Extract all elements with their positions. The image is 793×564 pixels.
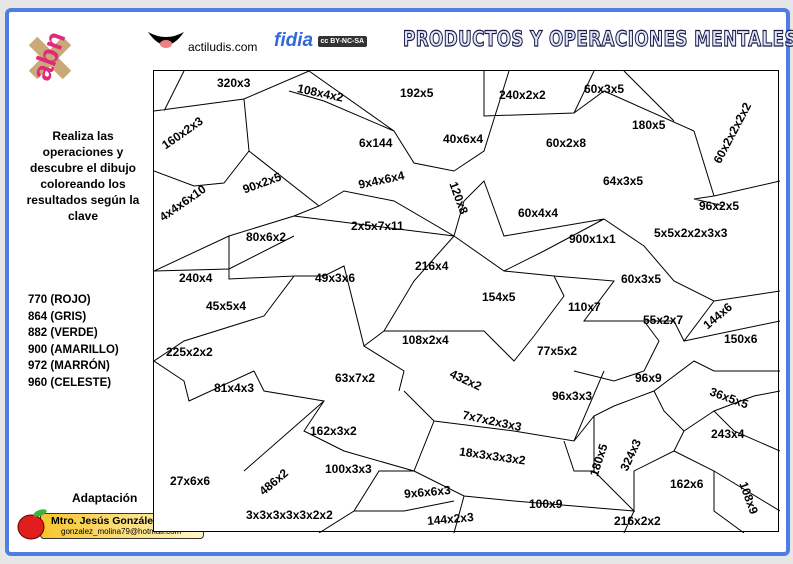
cell-label: 60x3x5 (621, 272, 662, 286)
cell-label: 240x4 (179, 271, 213, 285)
key-item: 972 (MARRÓN) (28, 360, 110, 372)
cell-label: 64x3x5 (603, 174, 644, 188)
cell-label: 60x3x5 (584, 82, 625, 96)
cell-label: 60x2x8 (546, 136, 587, 150)
cell-label: 60x4x4 (518, 206, 559, 220)
actiludis-text: actiludis.com (188, 40, 258, 54)
cell-label: 100x9 (529, 497, 563, 511)
adaptation-label: Adaptación (72, 491, 138, 505)
cell-label: 216x2x2 (614, 514, 661, 528)
cell-label: 96x9 (635, 371, 662, 385)
cell-label: 27x6x6 (170, 474, 211, 488)
apple-icon (17, 509, 47, 540)
cell-label: 96x2x5 (699, 199, 740, 213)
coloring-puzzle: 320x3 108x4x2 192x5 240x2x2 60x3x5 160x2… (153, 70, 780, 533)
cell-label: 55x2x7 (643, 313, 684, 327)
cc-license-badge: cc BY-NC-SA (317, 36, 368, 48)
actiludis-logo: actiludis.com (146, 28, 257, 57)
puzzle-lines (154, 71, 780, 533)
cell-label: 63x7x2 (335, 371, 376, 385)
cell-label: 225x2x2 (166, 345, 213, 359)
cell-label: 80x6x2 (246, 230, 287, 244)
key-item: 900 (AMARILLO) (28, 343, 119, 356)
cell-label: 110x7 (568, 300, 601, 314)
cell-label: 49x3x6 (315, 271, 356, 285)
cell-label: 2x5x7x11 (351, 219, 404, 233)
license-text: BY-NC-SA (330, 38, 365, 46)
fidia-logo: fidia cc BY-NC-SA (274, 30, 368, 52)
cell-label: 192x5 (400, 86, 434, 100)
cell-label: 6x144 (359, 136, 393, 150)
cell-label: 77x5x2 (537, 344, 578, 358)
key-item: 864 (GRIS) (28, 310, 87, 323)
cell-label: 243x4 (711, 427, 745, 441)
cell-label: 45x5x4 (206, 299, 247, 313)
cell-label: 900x1x1 (569, 232, 616, 246)
cell-label: 216x4 (415, 259, 449, 273)
instructions: Realiza las operaciones y descubre el di… (26, 129, 140, 223)
cell-label: 81x4x3 (214, 381, 255, 395)
cell-label: 5x5x2x2x3x3 (654, 226, 728, 240)
cell-label: 40x6x4 (443, 132, 484, 146)
cell-label: 108x2x4 (402, 333, 449, 347)
key-item: 770 (ROJO) (28, 294, 91, 306)
abn-logo: abn (22, 27, 78, 92)
page-title: PRODUCTOS Y OPERACIONES MENTALES 1 (403, 26, 793, 51)
cell-label: 240x2x2 (499, 88, 546, 102)
cell-label: 150x6 (724, 332, 758, 346)
smile-icon (148, 32, 184, 48)
cell-label: 3x3x3x3x3x2x2 (246, 508, 333, 522)
cell-label: 180x5 (632, 118, 666, 132)
key-item: 960 (CELESTE) (28, 376, 112, 389)
cell-label: 162x6 (670, 477, 704, 491)
cell-label: 320x3 (217, 76, 251, 90)
color-key: 770 (ROJO) 864 (GRIS) 882 (VERDE) 900 (A… (28, 292, 119, 391)
cell-label: 100x3x3 (325, 462, 372, 476)
cell-label: 96x3x3 (552, 389, 593, 403)
fidia-text: fidia (274, 30, 314, 51)
key-item: 882 (VERDE) (28, 327, 98, 339)
author-email: gonzalez_molina79@hotmail.com (61, 527, 182, 536)
cell-label: 162x3x2 (310, 424, 357, 438)
cell-label: 154x5 (482, 290, 516, 304)
